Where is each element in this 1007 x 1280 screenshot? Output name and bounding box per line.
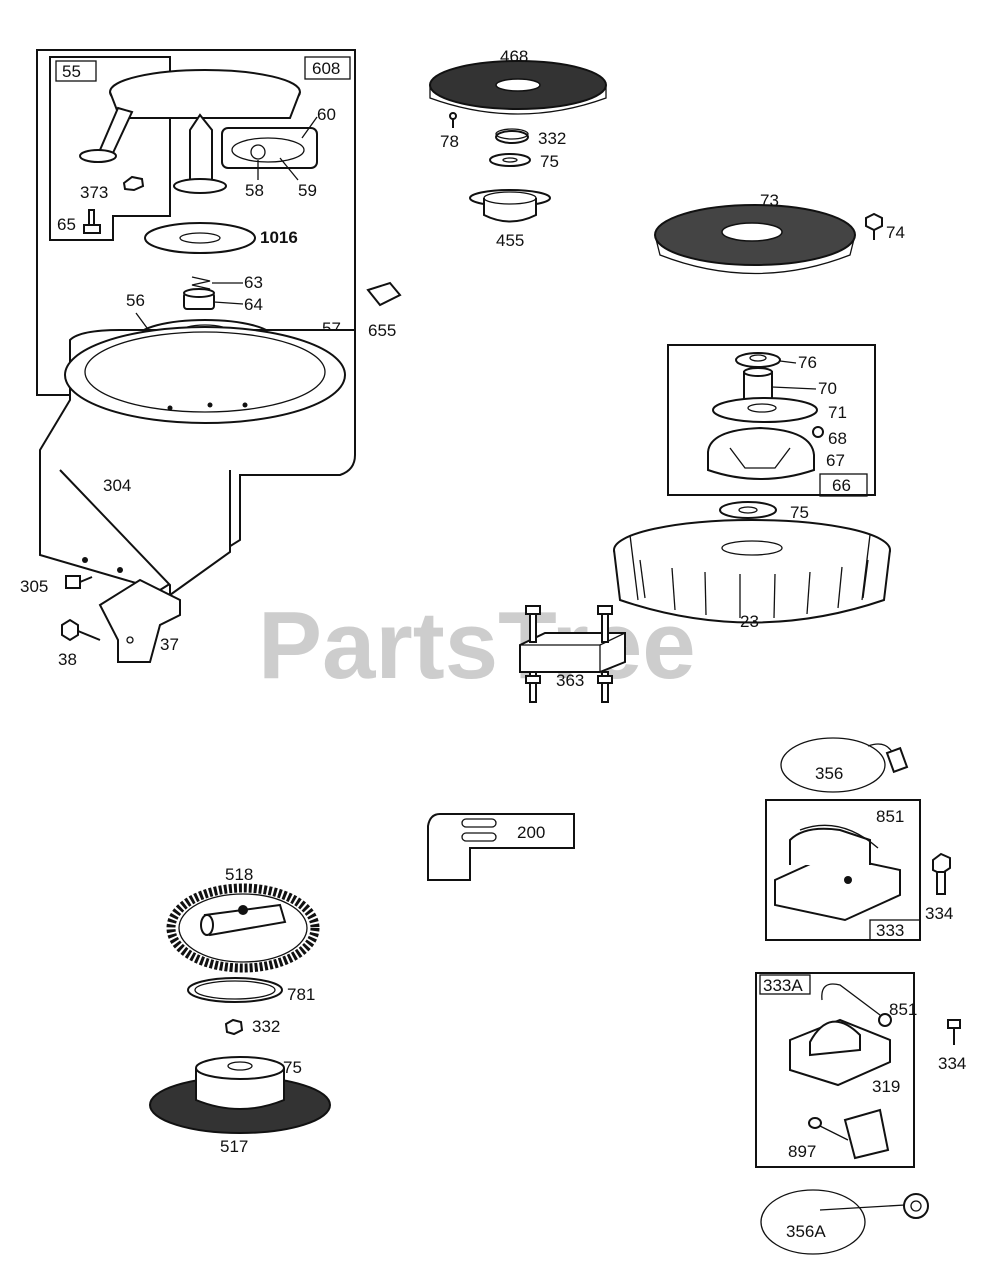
bolt-334-icon (932, 852, 951, 895)
label-781: 781 (287, 985, 315, 1004)
label-334b: 334 (938, 1054, 966, 1073)
label-333: 333 (876, 921, 904, 940)
label-58: 58 (245, 181, 264, 200)
nut-332b-icon (224, 1018, 244, 1036)
bolt-38-icon (61, 618, 101, 642)
watermark: PartsTree (258, 592, 696, 699)
label-373: 373 (80, 183, 108, 202)
label-78: 78 (440, 132, 459, 151)
washer-76-icon (735, 352, 781, 368)
ring-781-icon (187, 977, 283, 1003)
cup-455-icon (469, 189, 551, 223)
ball-68-icon (812, 426, 824, 438)
label-304: 304 (103, 476, 131, 495)
box-333 (765, 799, 921, 941)
screen-73-icon (654, 204, 856, 275)
label-334a: 334 (925, 904, 953, 923)
label-73: 73 (760, 191, 779, 210)
box-333-tag (869, 919, 921, 941)
label-356: 356 (815, 764, 843, 783)
bolt-65-icon (83, 209, 101, 234)
plate-71-icon (712, 397, 818, 423)
label-60: 60 (317, 105, 336, 124)
label-76: 76 (798, 353, 817, 372)
screen-518-icon (166, 883, 320, 973)
screw-305-icon (65, 575, 93, 589)
armature-assembly-333A: 333A 851 319 897 (755, 972, 917, 1168)
label-67: 67 (826, 451, 845, 470)
label-38: 38 (58, 650, 77, 669)
label-71: 71 (828, 403, 847, 422)
nut-332-icon (495, 128, 529, 144)
starter-housing-icon (79, 69, 318, 194)
armature-319-icon (789, 983, 892, 1087)
label-200: 200 (517, 823, 545, 842)
wire-356-icon (780, 737, 909, 793)
screw-334b-icon (947, 1019, 961, 1045)
box-55-tag (55, 60, 97, 82)
label-55: 55 (62, 62, 81, 81)
label-319: 319 (872, 1077, 900, 1096)
washer-75-icon (489, 153, 531, 167)
label-68: 68 (828, 429, 847, 448)
armature-icon (774, 824, 901, 922)
armature-assembly-333: 333 851 (765, 799, 921, 941)
label-332b: 332 (252, 1017, 280, 1036)
label-1016: 1016 (260, 228, 298, 247)
retainer-64-icon (183, 288, 215, 310)
label-64: 64 (244, 295, 263, 314)
label-56: 56 (126, 291, 145, 310)
box-66-tag (819, 473, 868, 497)
label-468: 468 (500, 47, 528, 66)
label-851a: 851 (876, 807, 904, 826)
label-333A: 333A (763, 976, 803, 995)
washer-1016-icon (144, 222, 256, 254)
label-455: 455 (496, 231, 524, 250)
label-65: 65 (57, 215, 76, 234)
label-70: 70 (818, 379, 837, 398)
label-851b: 851 (889, 1000, 917, 1019)
label-363: 363 (556, 671, 584, 690)
label-37: 37 (160, 635, 179, 654)
screw-78-icon (449, 112, 457, 128)
box-66 (667, 344, 876, 496)
box-333A (755, 972, 915, 1168)
label-23: 23 (740, 612, 759, 631)
module-897-icon (808, 1108, 890, 1160)
label-74: 74 (886, 223, 905, 242)
washer-75b-icon (719, 501, 777, 519)
label-608: 608 (312, 59, 340, 78)
box-333A-tag (759, 974, 811, 995)
label-517: 517 (220, 1137, 248, 1156)
label-63: 63 (244, 273, 263, 292)
nut-373-icon (122, 175, 145, 192)
screen-517-icon (149, 1056, 331, 1134)
label-59: 59 (298, 181, 317, 200)
label-655: 655 (368, 321, 396, 340)
label-518: 518 (225, 865, 253, 884)
label-897: 897 (788, 1142, 816, 1161)
wire-356A-icon (760, 1189, 929, 1255)
label-305: 305 (20, 577, 48, 596)
box-55 (49, 56, 171, 241)
label-356A: 356A (786, 1222, 826, 1241)
housing-67-icon (707, 426, 815, 480)
label-66: 66 (832, 476, 851, 495)
spacer-363-icon (519, 605, 626, 703)
box-608-tag (304, 56, 351, 80)
clutch-assembly-66: 66 76 70 71 68 67 (667, 344, 876, 497)
bolt-74-icon (865, 212, 883, 240)
screen-468-icon (429, 60, 607, 115)
blower-housing-icon (39, 326, 356, 597)
flywheel-icon (613, 519, 891, 624)
bracket-200-icon (427, 813, 575, 881)
bracket-37-icon (98, 578, 181, 663)
clip-655-icon (366, 281, 402, 307)
label-332a: 332 (538, 129, 566, 148)
label-75c: 75 (283, 1058, 302, 1077)
label-75b: 75 (790, 503, 809, 522)
label-75a: 75 (540, 152, 559, 171)
